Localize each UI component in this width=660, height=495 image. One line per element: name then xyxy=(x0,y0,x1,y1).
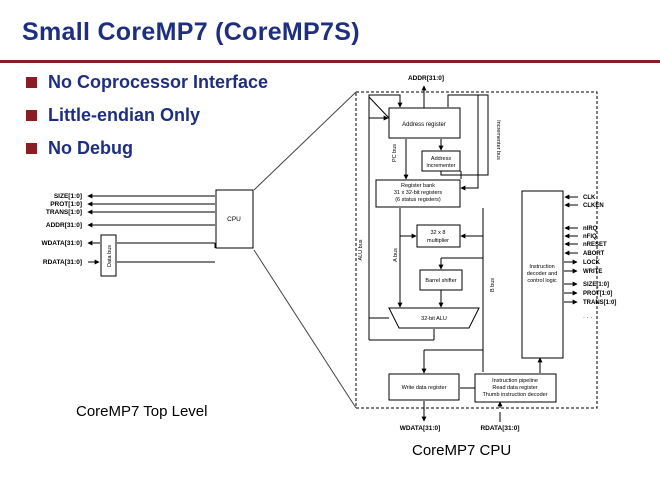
bullet-square-icon xyxy=(26,110,37,121)
slide-title: Small CoreMP7 (CoreMP7S) xyxy=(22,18,360,46)
title-divider xyxy=(0,60,660,63)
register-bank-block xyxy=(375,179,461,208)
multiplier-label-2: multiplier xyxy=(427,238,449,244)
multiplier-block xyxy=(416,224,461,248)
signal-abort: ABORT xyxy=(583,251,605,257)
signal-clk: CLK xyxy=(583,195,596,201)
signal-prot-out: PROT[1:0] xyxy=(583,291,612,297)
write-data-register-block xyxy=(388,373,460,401)
signal-nreset: nRESET xyxy=(583,242,607,248)
bullet-item: No Coprocessor Interface xyxy=(26,70,268,103)
data-bus-block xyxy=(100,234,117,277)
cpu-block xyxy=(215,189,254,249)
bullet-text: Little-endian Only xyxy=(48,105,201,125)
alu-label: 32-bit ALU xyxy=(421,316,447,322)
cpu-bottom-signals: WDATA[31:0] RDATA[31:0] xyxy=(400,425,520,432)
address-register-block xyxy=(388,107,461,139)
multiplier-label-1: 32 x 8 xyxy=(431,230,446,236)
bullet-list: No Coprocessor Interface Little-endian O… xyxy=(26,70,268,169)
bullet-item: Little-endian Only xyxy=(26,103,268,136)
barrel-shifter-label: Barrel shifter xyxy=(425,278,456,284)
address-incrementer-label-2: incrementer xyxy=(426,163,455,169)
alu-bus-label: ALU bus xyxy=(358,239,364,260)
pipeline-block xyxy=(474,373,557,403)
cpu-diagram xyxy=(355,85,598,422)
signal-clken: CLKEN xyxy=(583,203,604,209)
cpu-block-labels: ADDR[31:0] Address register Address incr… xyxy=(394,75,557,398)
signal-write: WRITE xyxy=(583,269,602,275)
decoder-label-3: control logic xyxy=(527,278,557,284)
bullet-item: No Debug xyxy=(26,136,268,169)
register-bank-label-3: (6 status registers) xyxy=(395,197,441,203)
cpu-boundary xyxy=(355,91,598,409)
pc-bus-label: PC bus xyxy=(392,144,398,162)
signal-nfiq: nFIQ xyxy=(583,234,597,240)
signal-ellipsis: · · · xyxy=(583,315,592,321)
rdata-bottom-label: RDATA[31:0] xyxy=(480,425,519,432)
signal-wdata: WDATA[31:0] xyxy=(41,240,82,247)
decoder-label-1: Instruction xyxy=(529,264,554,270)
caption-top-level: CoreMP7 Top Level xyxy=(76,403,208,420)
bus-labels: PC bus Incrementer bus ALU bus A bus B b… xyxy=(358,120,501,292)
address-incrementer-label-1: Address xyxy=(431,156,451,162)
bullet-text: No Debug xyxy=(48,138,133,158)
pipeline-label-1: Instruction pipeline xyxy=(492,378,538,384)
wdata-bottom-label: WDATA[31:0] xyxy=(400,425,441,432)
cpu-label: CPU xyxy=(227,216,241,223)
signal-lock: LOCK xyxy=(583,260,601,266)
signal-nirq: nIRQ xyxy=(583,226,598,232)
decoder-block xyxy=(521,190,564,359)
bullet-square-icon xyxy=(26,77,37,88)
signal-prot: PROT[1:0] xyxy=(50,201,82,208)
top-level-diagram xyxy=(87,91,357,409)
bullet-square-icon xyxy=(26,143,37,154)
signal-rdata: RDATA[31:0] xyxy=(43,259,82,266)
cpu-io-signals: CLK CLKEN nIRQ nFIQ nRESET ABORT LOCK WR… xyxy=(583,195,616,321)
register-bank-label-2: 31 x 32-bit registers xyxy=(394,190,443,196)
incrementer-bus-label: Incrementer bus xyxy=(495,120,501,160)
caption-cpu: CoreMP7 CPU xyxy=(412,442,512,459)
pipeline-label-3: Thumb instruction decoder xyxy=(482,392,547,398)
write-data-register-label: Write data register xyxy=(402,385,447,391)
signal-addr: ADDR[31:0] xyxy=(46,222,82,229)
register-bank-label-1: Register bank xyxy=(401,183,435,189)
decoder-label-2: decoder and xyxy=(527,271,558,277)
alu-block xyxy=(388,307,480,329)
b-bus-label: B bus xyxy=(490,278,496,292)
signal-trans: TRANS[1:0] xyxy=(46,209,82,216)
top-level-signals: SIZE[1:0] PROT[1:0] TRANS[1:0] ADDR[31:0… xyxy=(41,193,82,266)
a-bus-label: A bus xyxy=(393,248,399,262)
addr-top-label: ADDR[31:0] xyxy=(408,75,444,82)
pipeline-label-2: Read data register xyxy=(492,385,537,391)
signal-size-out: SIZE[1:0] xyxy=(583,282,609,288)
data-bus-label: Data bus xyxy=(107,245,113,267)
signal-size: SIZE[1:0] xyxy=(54,193,82,200)
address-register-label: Address register xyxy=(402,122,446,128)
signal-trans-out: TRANS[1:0] xyxy=(583,300,616,306)
bullet-text: No Coprocessor Interface xyxy=(48,72,269,92)
